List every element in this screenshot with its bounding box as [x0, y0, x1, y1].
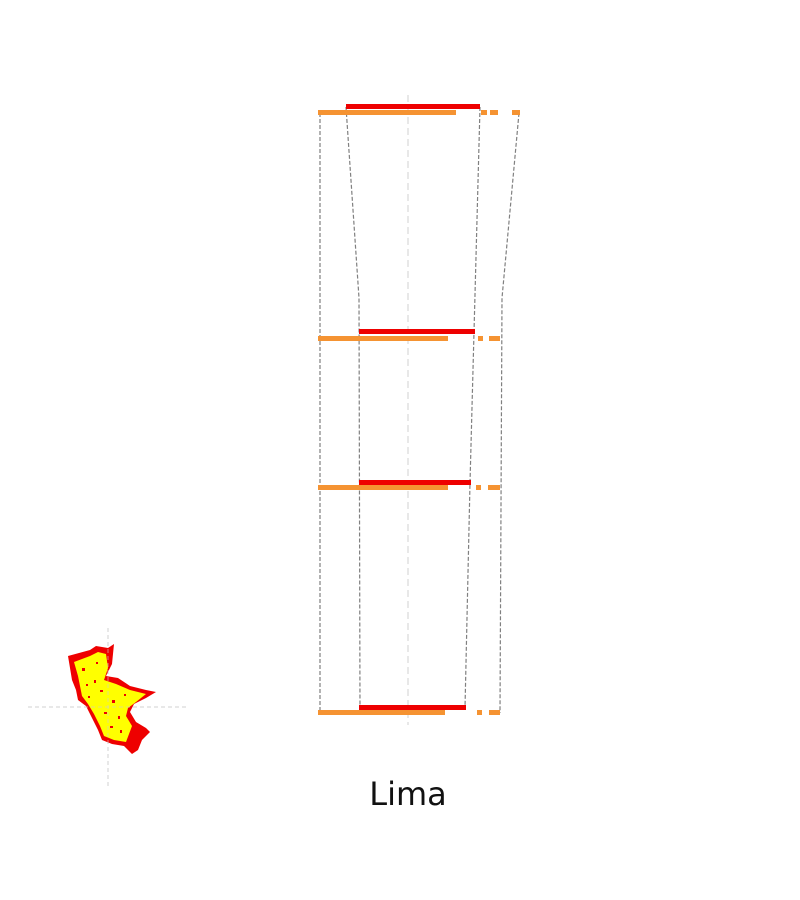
outline-right-outer [499, 112, 520, 714]
orange-segment [489, 336, 500, 341]
red-bar [359, 705, 466, 710]
orange-segment [490, 110, 498, 115]
outline-lines [319, 106, 520, 714]
red-bar [346, 104, 480, 109]
level-row-3 [318, 480, 500, 490]
orange-segment [489, 710, 500, 715]
orange-segment [481, 110, 487, 115]
red-bar [359, 480, 471, 485]
level-row-1 [318, 104, 520, 115]
outline-left-inner [345, 106, 361, 714]
city-name-label: Lima [369, 775, 447, 813]
orange-bar [318, 485, 448, 490]
orange-bar [318, 710, 445, 715]
orange-bar [318, 336, 448, 341]
level-row-2 [318, 329, 500, 341]
city-footprint-inner [74, 652, 146, 742]
orange-segment [488, 485, 500, 490]
orange-segment [512, 110, 520, 115]
outline-right-inner [464, 106, 481, 709]
red-bar [359, 329, 475, 334]
orange-segment [477, 710, 482, 715]
footprint-speckles [82, 662, 126, 733]
orange-segment [478, 336, 483, 341]
orange-bar [318, 110, 456, 115]
city-footprint-map [28, 628, 188, 788]
orange-segment [476, 485, 481, 490]
level-row-4 [318, 705, 500, 715]
